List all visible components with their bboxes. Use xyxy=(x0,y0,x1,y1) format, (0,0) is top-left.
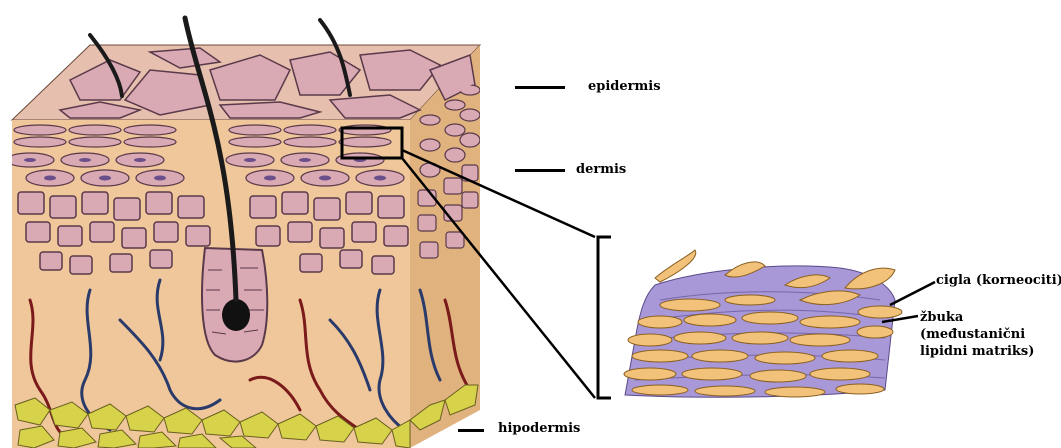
hipodermis-tick xyxy=(458,429,484,432)
skin-block xyxy=(6,18,480,448)
zbuka-label-line1: žbuka xyxy=(920,310,963,325)
epidermis-tick xyxy=(515,86,565,89)
dermis-label: dermis xyxy=(576,162,626,177)
hipodermis-label: hipodermis xyxy=(498,421,580,436)
cigla-label: cigla (korneociti) xyxy=(936,273,1061,288)
detail-bracket xyxy=(598,237,611,398)
dermis-tick xyxy=(515,169,565,172)
epidermis-label: epidermis xyxy=(588,79,661,94)
brick-mortar-detail xyxy=(624,250,902,397)
zbuka-label-line2: (međustanični xyxy=(920,327,1025,342)
zbuka-label-line3: lipidni matriks) xyxy=(920,344,1034,359)
